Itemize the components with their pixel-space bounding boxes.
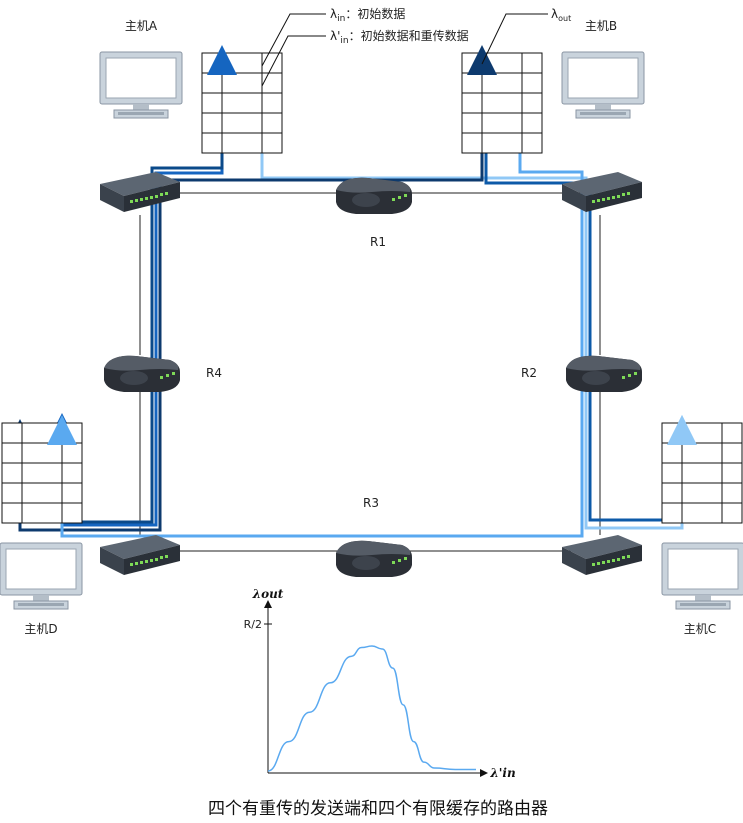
buffer-arrows <box>47 45 697 445</box>
chart-y-axis-label: λout <box>252 587 284 601</box>
chart-x-axis-label: λ'in <box>489 766 515 780</box>
switch-icon-bottom-right <box>562 535 642 575</box>
buffer-host-b <box>461 52 543 154</box>
router-icon-r1 <box>336 177 412 214</box>
router-r1-label: R1 <box>370 235 386 249</box>
flow-host-a <box>47 60 224 527</box>
router-icon-r2 <box>566 355 642 392</box>
switch-icon-top-left <box>100 172 180 212</box>
router-icon-r4 <box>104 355 180 392</box>
legend-callouts <box>261 13 548 87</box>
router-icon-r3 <box>336 540 412 577</box>
chart-series-group <box>267 645 477 772</box>
buffer-host-d <box>1 422 83 524</box>
router-r2-label: R2 <box>521 366 537 380</box>
monitor-icon-host-c <box>661 542 743 610</box>
diagram-caption: 四个有重传的发送端和四个有限缓存的路由器 <box>208 799 548 819</box>
host-c-label: 主机C <box>684 622 716 636</box>
flow-paths <box>4 60 722 538</box>
router-r3-label: R3 <box>363 496 379 510</box>
chart-series-line-0 <box>267 645 477 772</box>
host-d-label: 主机D <box>24 622 57 636</box>
buffer-host-a <box>201 52 283 154</box>
monitor-icon-host-b <box>561 51 645 119</box>
monitor-icon-host-a <box>99 51 183 119</box>
legend-lambda-in: λin：初始数据 <box>330 6 405 24</box>
host-b-label: 主机B <box>585 19 617 33</box>
chart-y-tick-label: R/2 <box>244 618 262 631</box>
monitor-icon-host-d <box>0 542 83 610</box>
switch-icon-bottom-left <box>100 535 180 575</box>
throughput-chart: R/2 λout λ'in <box>244 587 516 780</box>
legend-lambda-in-prime: λ'in：初始数据和重传数据 <box>330 28 469 46</box>
router-r4-label: R4 <box>206 366 222 380</box>
flow-dots <box>16 60 724 456</box>
legend-lambda-out: λout <box>551 7 571 23</box>
host-a-label: 主机A <box>125 19 158 33</box>
buffer-host-c <box>661 422 743 524</box>
